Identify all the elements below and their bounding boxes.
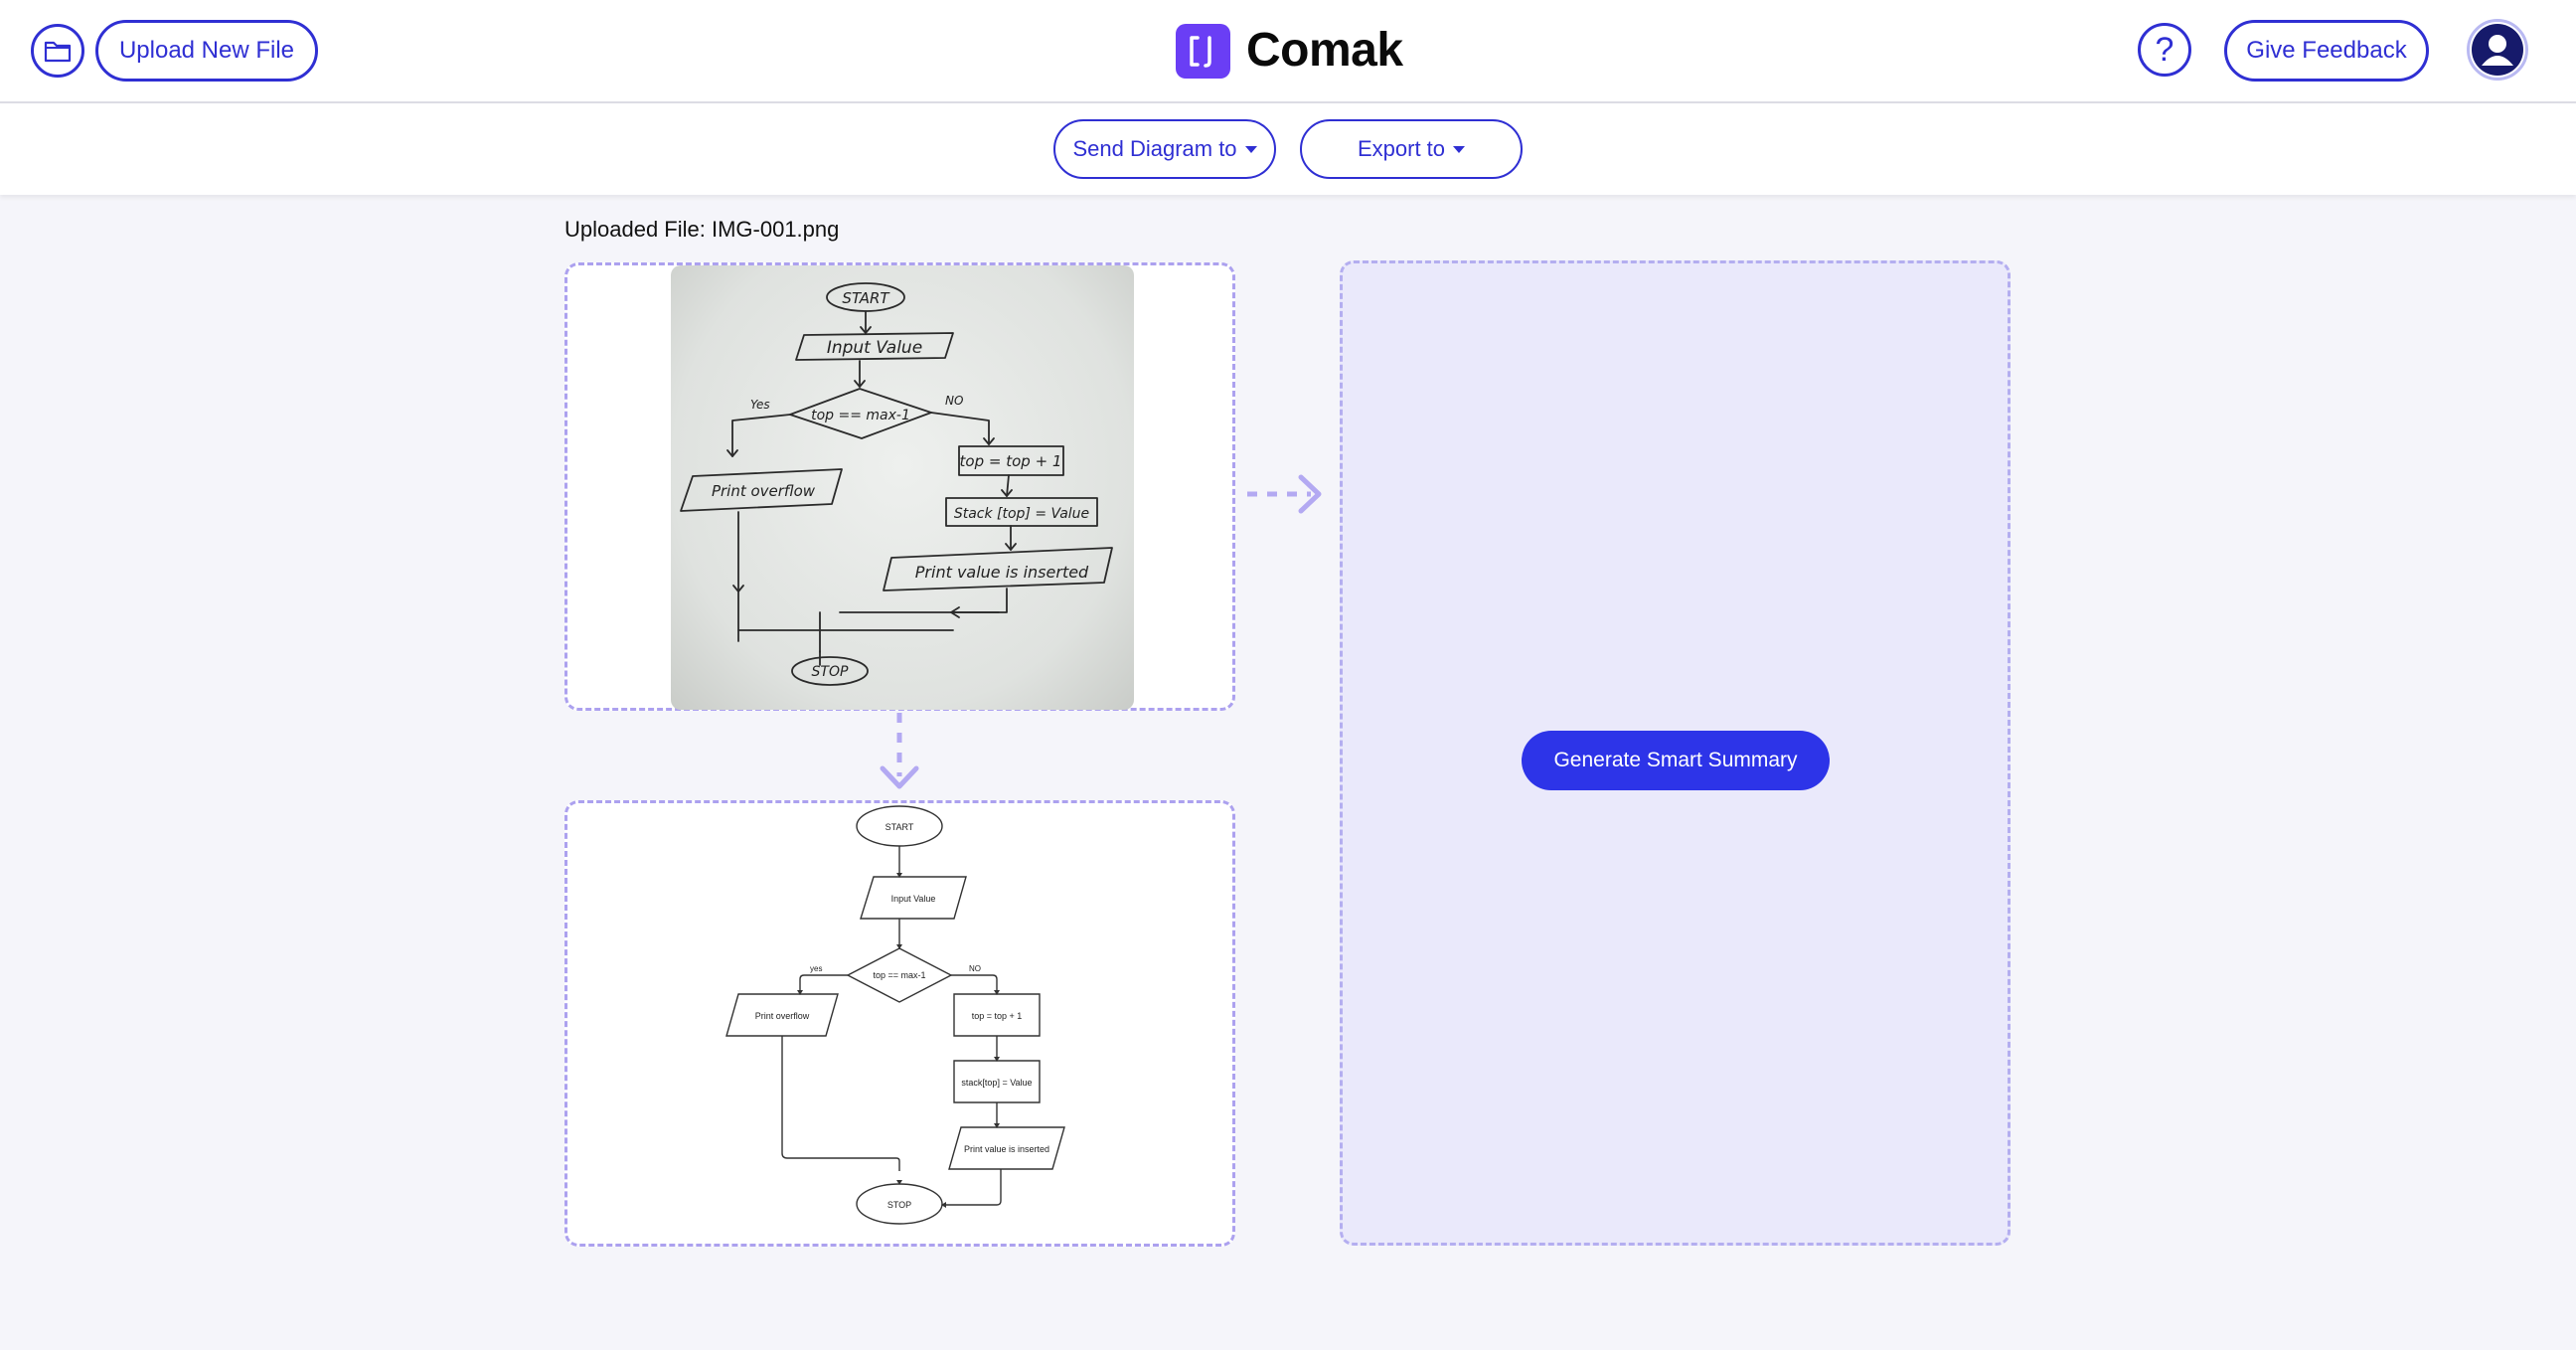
- caret-down-icon: [1244, 145, 1257, 153]
- generated-diagram-panel: START Input Value top == max-1 yes NO Pr…: [564, 800, 1235, 1247]
- upload-new-file-label: Upload New File: [118, 37, 295, 64]
- user-avatar-button[interactable]: [2467, 19, 2528, 81]
- hw-print-overflow: Print overflow: [712, 482, 816, 500]
- generated-flowchart[interactable]: START Input Value top == max-1 yes NO Pr…: [567, 803, 1232, 1244]
- hw-increment: top = top + 1: [960, 452, 1062, 470]
- brand-name: Comak: [1246, 24, 1403, 77]
- gen-print-overflow: Print overflow: [755, 1011, 810, 1021]
- comak-logo-icon: [1176, 24, 1230, 79]
- hw-no: NO: [945, 394, 963, 408]
- generate-smart-summary-button[interactable]: Generate Smart Summary: [1522, 731, 1830, 790]
- hw-condition: top == max-1: [811, 408, 910, 423]
- help-button[interactable]: ?: [2138, 23, 2191, 77]
- gen-condition: top == max-1: [873, 970, 925, 980]
- give-feedback-button[interactable]: Give Feedback: [2224, 20, 2429, 82]
- handwritten-flowchart: START Input Value top == max-1 Yes NO to…: [680, 282, 1113, 686]
- caret-down-icon: [1453, 145, 1466, 153]
- send-diagram-label: Send Diagram to: [1072, 136, 1237, 161]
- hw-input: Input Value: [827, 338, 922, 358]
- uploaded-image-panel: START Input Value top == max-1 Yes NO to…: [564, 262, 1235, 711]
- send-diagram-dropdown[interactable]: Send Diagram to: [1053, 119, 1276, 179]
- dashed-arrow-down-icon: [880, 713, 919, 789]
- hw-assign: Stack [top] = Value: [954, 506, 1089, 522]
- gen-print-inserted: Print value is inserted: [964, 1144, 1049, 1154]
- hw-yes: Yes: [750, 398, 770, 412]
- help-icon: ?: [2155, 30, 2174, 69]
- hw-start: START: [842, 289, 890, 307]
- give-feedback-label: Give Feedback: [2246, 37, 2407, 64]
- uploaded-photo[interactable]: START Input Value top == max-1 Yes NO to…: [671, 265, 1134, 710]
- folder-icon: [44, 41, 72, 63]
- gen-yes: yes: [810, 964, 822, 973]
- generate-smart-summary-label: Generate Smart Summary: [1553, 749, 1798, 771]
- diagram-toolbar: Send Diagram to Export to: [0, 103, 2576, 195]
- upload-new-file-button[interactable]: Upload New File: [95, 20, 318, 82]
- gen-increment: top = top + 1: [972, 1011, 1023, 1021]
- export-label: Export to: [1357, 136, 1446, 161]
- gen-no: NO: [969, 964, 981, 973]
- top-bar: Upload New File Comak ? Give Feedback: [0, 0, 2576, 103]
- gen-stop: STOP: [887, 1200, 911, 1210]
- dashed-arrow-right-icon: [1247, 474, 1322, 514]
- gen-input: Input Value: [891, 894, 936, 904]
- user-avatar-icon: [2472, 24, 2523, 76]
- gen-assign: stack[top] = Value: [961, 1078, 1032, 1088]
- gen-start: START: [886, 822, 914, 832]
- folder-button[interactable]: [31, 24, 84, 78]
- hw-print-inserted: Print value is inserted: [915, 563, 1089, 582]
- export-dropdown[interactable]: Export to: [1300, 119, 1523, 179]
- uploaded-file-label: Uploaded File: IMG-001.png: [564, 217, 840, 242]
- hw-stop: STOP: [812, 664, 849, 680]
